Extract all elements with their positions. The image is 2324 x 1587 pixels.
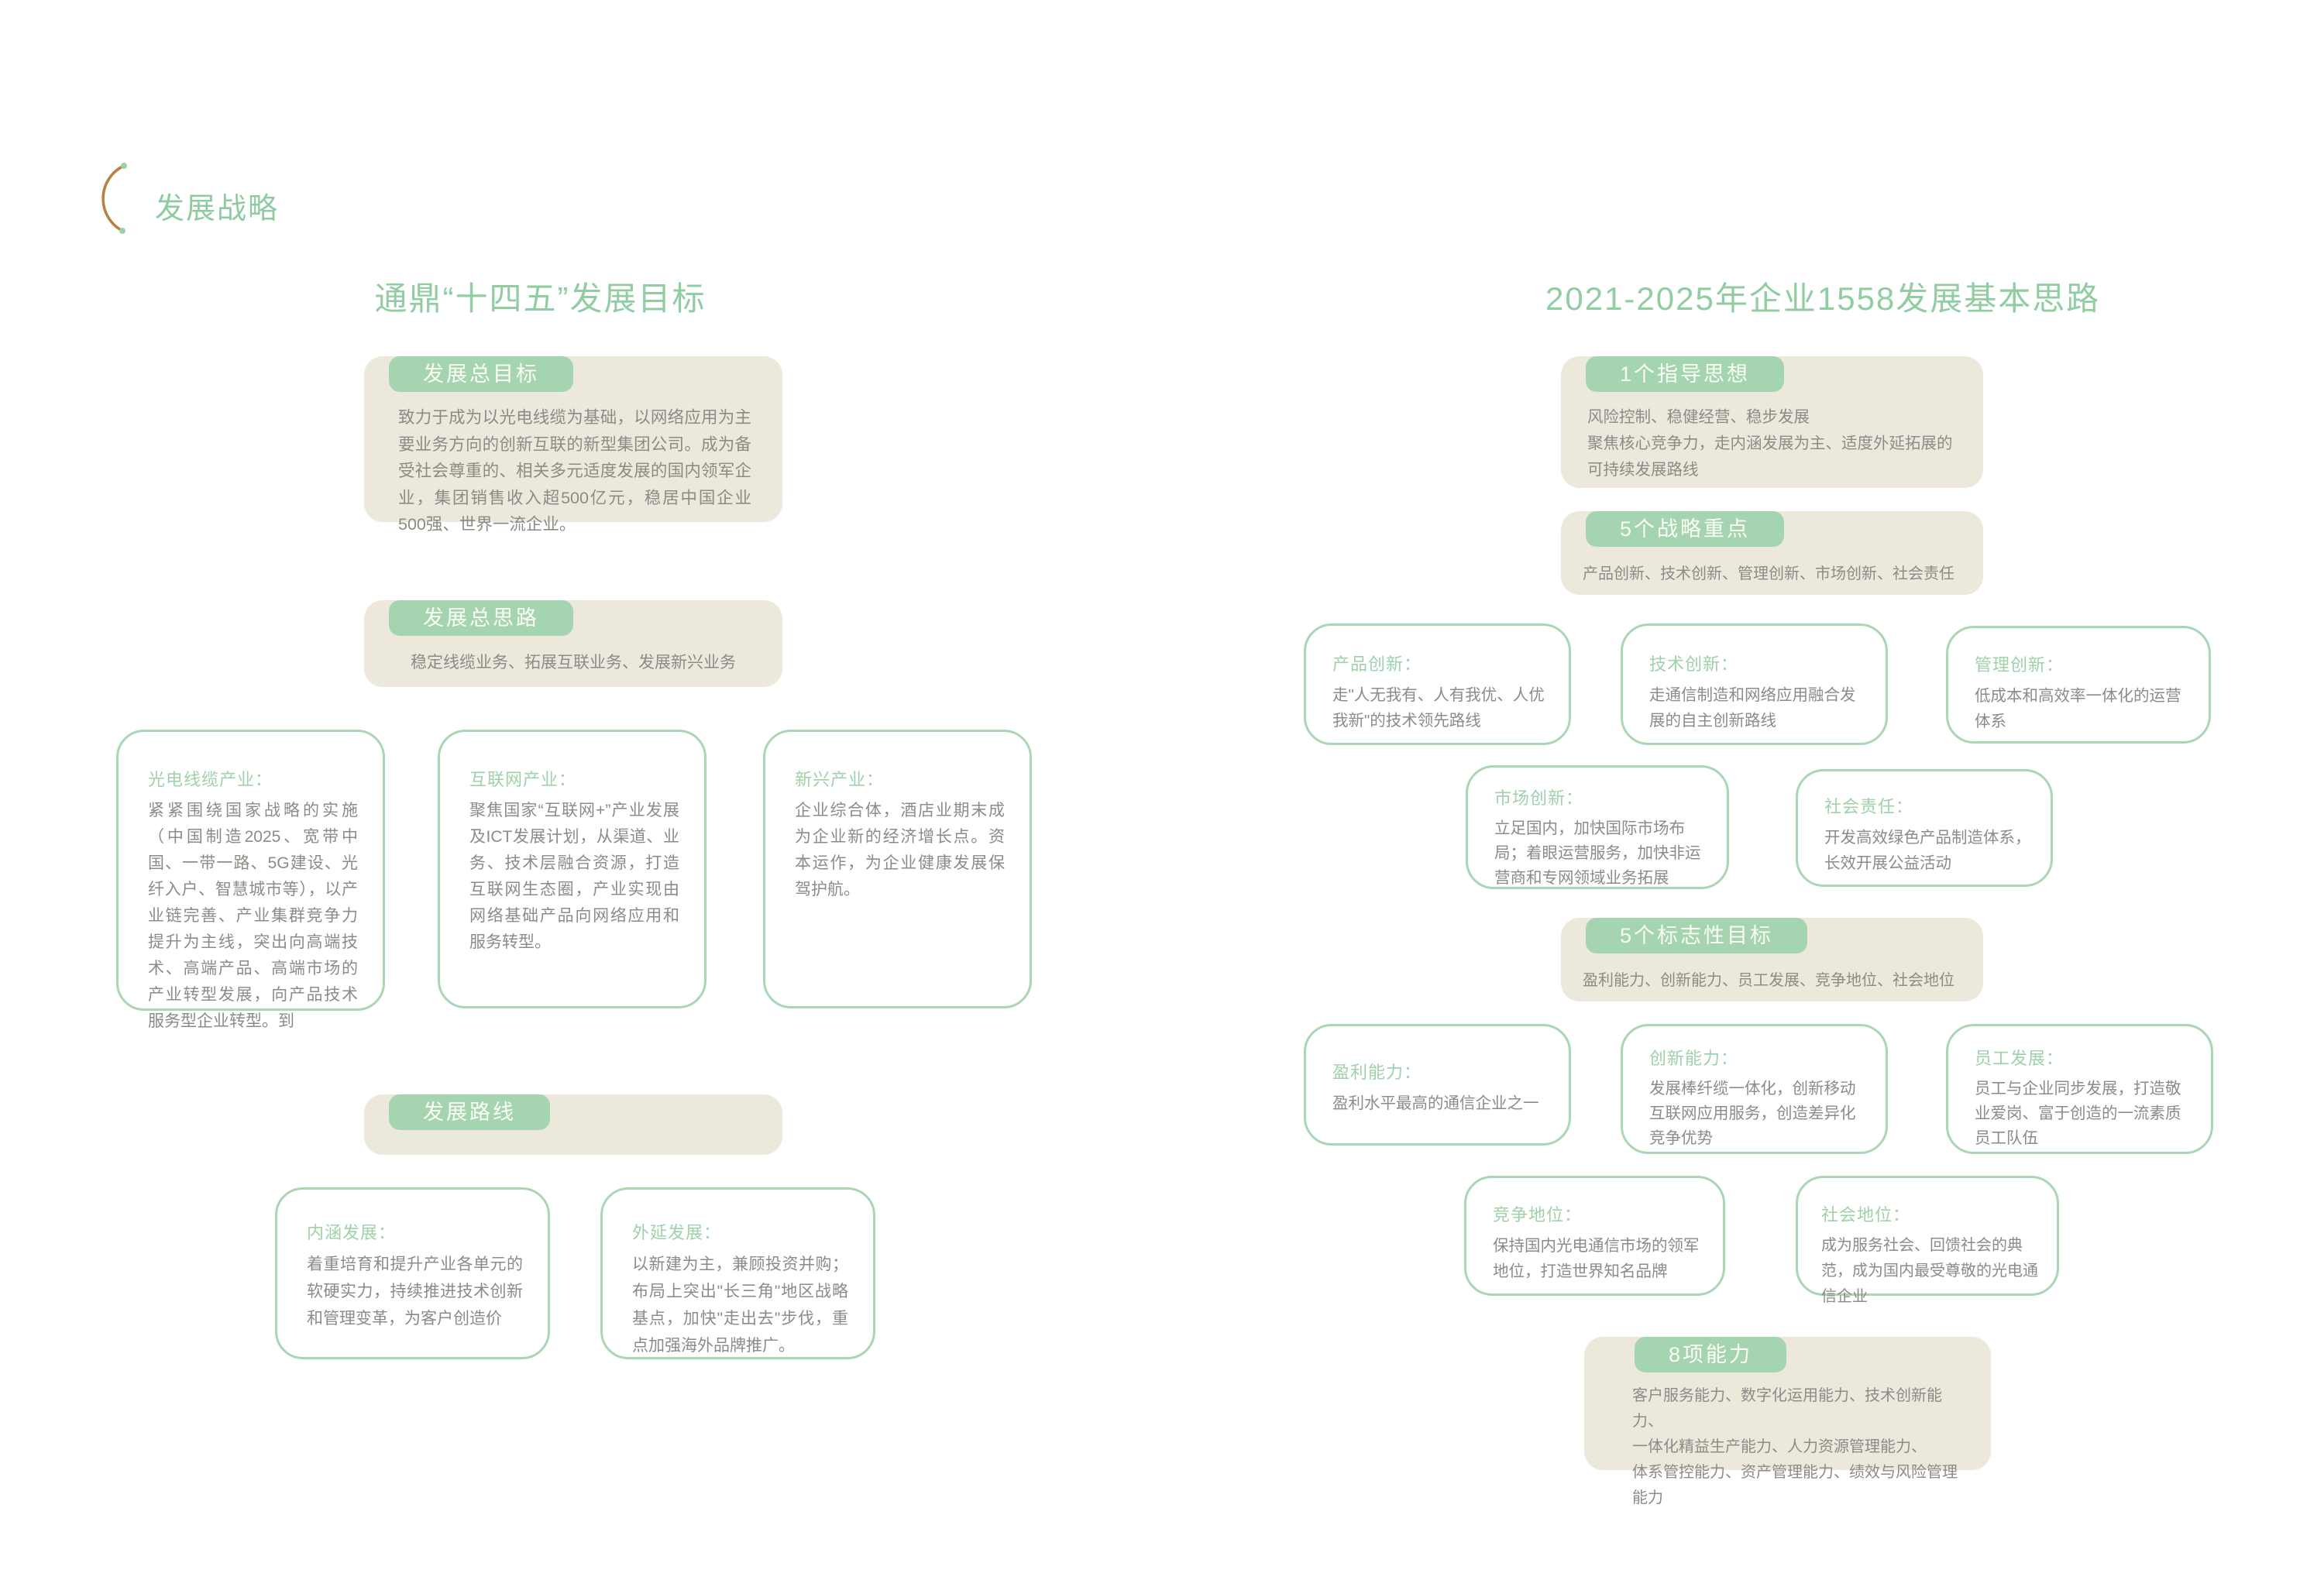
management-innovation-body: 低成本和高效率一体化的运营体系 <box>1975 687 2181 730</box>
social-responsibility-label: 社会责任： <box>1824 797 1914 816</box>
targets-box-body: 盈利能力、创新能力、员工发展、竞争地位、社会地位 <box>1583 972 1954 989</box>
industry-box-emerging-body: 企业综合体，酒店业期末成为企业新的经济增长点。资本运作，为企业健康发展保驾护航。 <box>795 802 1005 898</box>
innovation-capability-label: 创新能力： <box>1649 1049 1739 1068</box>
staff-development-label: 员工发展： <box>1975 1049 2064 1068</box>
ability-box-body: 客户服务能力、数字化运用能力、技术创新能力、 一体化精益生产能力、人力资源管理能… <box>1632 1387 1958 1506</box>
competitive-position-body: 保持国内光电通信市场的领军地位，打造世界知名品牌 <box>1493 1237 1700 1280</box>
targets-box: 5个标志性目标 盈利能力、创新能力、员工发展、竞争地位、社会地位 <box>1561 918 1983 1001</box>
focus-box-label: 5个战略重点 <box>1586 511 1785 547</box>
industry-box-cable-body: 紧紧围绕国家战略的实施（中国制造2025、宽带中国、一带一路、5G建设、光纤入户… <box>148 802 358 1030</box>
innovation-capability-body: 发展棒纤缆一体化，创新移动互联网应用服务，创造差异化竞争优势 <box>1649 1080 1856 1147</box>
social-responsibility-body: 开发高效绿色产品制造体系，长效开展公益活动 <box>1824 829 2031 872</box>
route-box-extensional-label: 外延发展： <box>632 1223 722 1242</box>
competitive-position-label: 竞争地位： <box>1493 1205 1583 1225</box>
route-box-extensional-body: 以新建为主，兼顾投资并购；布局上突出"长三角"地区战略基点，加快"走出去"步伐，… <box>632 1256 848 1355</box>
ability-box-label: 8项能力 <box>1635 1337 1787 1372</box>
market-innovation-body: 立足国内，加快国际市场布局；着眼运营服务，加快非运营商和专网领域业务拓展 <box>1494 819 1701 887</box>
route-box: 发展路线 <box>364 1094 782 1155</box>
goal-box-body: 致力于成为以光电线缆为基础，以网络应用为主要业务方向的创新互联的新型集团公司。成… <box>398 408 751 534</box>
targets-box-label: 5个标志性目标 <box>1586 918 1808 953</box>
industry-box-internet-label: 互联网产业： <box>469 770 577 789</box>
industry-box-internet-body: 聚焦国家“互联网+”产业发展及ICT发展计划，从渠道、业务、技术层融合资源，打造… <box>469 802 679 951</box>
route-box-connotative: 内涵发展： 着重培育和提升产业各单元的软硬实力，持续推进技术创新和管理变革，为客… <box>275 1187 550 1359</box>
industry-box-internet: 互联网产业： 聚焦国家“互联网+”产业发展及ICT发展计划，从渠道、业务、技术层… <box>438 730 706 1008</box>
goal-box: 发展总目标 致力于成为以光电线缆为基础，以网络应用为主要业务方向的创新互联的新型… <box>364 356 782 534</box>
staff-development-body: 员工与企业同步发展，打造敬业爱岗、富于创造的一流素质员工队伍 <box>1975 1080 2181 1147</box>
route-box-connotative-body: 着重培育和提升产业各单元的软硬实力，持续推进技术创新和管理变革，为客户创造价 <box>307 1256 523 1328</box>
focus-box-body: 产品创新、技术创新、管理创新、市场创新、社会责任 <box>1583 565 1954 582</box>
social-position-box: 社会地位： 成为服务社会、回馈社会的典范，成为国内最受尊敬的光电通信企业 <box>1796 1176 2059 1305</box>
product-innovation-body: 走"人无我有、人有我优、人优我新"的技术领先路线 <box>1332 686 1545 730</box>
market-innovation-box: 市场创新： 立足国内，加快国际市场布局；着眼运营服务，加快非运营商和专网领域业务… <box>1466 765 1729 889</box>
goal-box-label: 发展总目标 <box>389 356 573 392</box>
idea-box-body: 稳定线缆业务、拓展互联业务、发展新兴业务 <box>411 654 736 672</box>
tech-innovation-box: 技术创新： 走通信制造和网络应用融合发展的自主创新路线 <box>1621 623 1888 745</box>
product-innovation-label: 产品创新： <box>1332 654 1422 674</box>
route-box-extensional: 外延发展： 以新建为主，兼顾投资并购；布局上突出"长三角"地区战略基点，加快"走… <box>600 1187 875 1359</box>
right-section-heading: 2021-2025年企业1558发展基本思路 <box>1545 280 2101 317</box>
ability-box: 8项能力 客户服务能力、数字化运用能力、技术创新能力、 一体化精益生产能力、人力… <box>1584 1337 1991 1506</box>
management-innovation-label: 管理创新： <box>1975 655 2064 675</box>
innovation-capability-box: 创新能力： 发展棒纤缆一体化，创新移动互联网应用服务，创造差异化竞争优势 <box>1621 1024 1888 1154</box>
profitability-label: 盈利能力： <box>1332 1063 1422 1082</box>
tech-innovation-body: 走通信制造和网络应用融合发展的自主创新路线 <box>1649 686 1856 730</box>
social-responsibility-box: 社会责任： 开发高效绿色产品制造体系，长效开展公益活动 <box>1796 769 2053 887</box>
guide-box-body: 风险控制、稳健经营、稳步发展 聚焦核心竞争力，走内涵发展为主、适度外延拓展的可持… <box>1587 408 1953 479</box>
profitability-box: 盈利能力： 盈利水平最高的通信企业之一 <box>1304 1024 1571 1146</box>
guide-box-label: 1个指导思想 <box>1586 356 1785 392</box>
route-box-connotative-label: 内涵发展： <box>307 1223 397 1242</box>
left-section-heading: 通鼎“十四五”发展目标 <box>374 280 706 317</box>
competitive-position-box: 竞争地位： 保持国内光电通信市场的领军地位，打造世界知名品牌 <box>1464 1176 1725 1296</box>
idea-box-label: 发展总思路 <box>389 600 573 636</box>
product-innovation-box: 产品创新： 走"人无我有、人有我优、人优我新"的技术领先路线 <box>1304 623 1571 745</box>
idea-box: 发展总思路 稳定线缆业务、拓展互联业务、发展新兴业务 <box>364 600 782 687</box>
industry-box-emerging-label: 新兴产业： <box>795 770 885 789</box>
management-innovation-box: 管理创新： 低成本和高效率一体化的运营体系 <box>1946 626 2211 744</box>
route-box-label: 发展路线 <box>389 1094 550 1130</box>
industry-box-emerging: 新兴产业： 企业综合体，酒店业期末成为企业新的经济增长点。资本运作，为企业健康发… <box>763 730 1032 1008</box>
market-innovation-label: 市场创新： <box>1494 788 1584 808</box>
industry-box-cable-label: 光电线缆产业： <box>148 770 273 789</box>
guide-box: 1个指导思想 风险控制、稳健经营、稳步发展 聚焦核心竞争力，走内涵发展为主、适度… <box>1561 356 1983 488</box>
social-position-label: 社会地位： <box>1821 1205 1911 1225</box>
staff-development-box: 员工发展： 员工与企业同步发展，打造敬业爱岗、富于创造的一流素质员工队伍 <box>1946 1024 2213 1154</box>
focus-box: 5个战略重点 产品创新、技术创新、管理创新、市场创新、社会责任 <box>1561 511 1983 595</box>
tech-innovation-label: 技术创新： <box>1649 654 1739 674</box>
page-title: 发展战略 <box>155 193 280 225</box>
chapter-arc-decoration <box>101 163 127 234</box>
profitability-body: 盈利水平最高的通信企业之一 <box>1332 1094 1539 1112</box>
industry-box-cable: 光电线缆产业： 紧紧围绕国家战略的实施（中国制造2025、宽带中国、一带一路、5… <box>116 730 385 1030</box>
social-position-body: 成为服务社会、回馈社会的典范，成为国内最受尊敬的光电通信企业 <box>1821 1237 2038 1305</box>
